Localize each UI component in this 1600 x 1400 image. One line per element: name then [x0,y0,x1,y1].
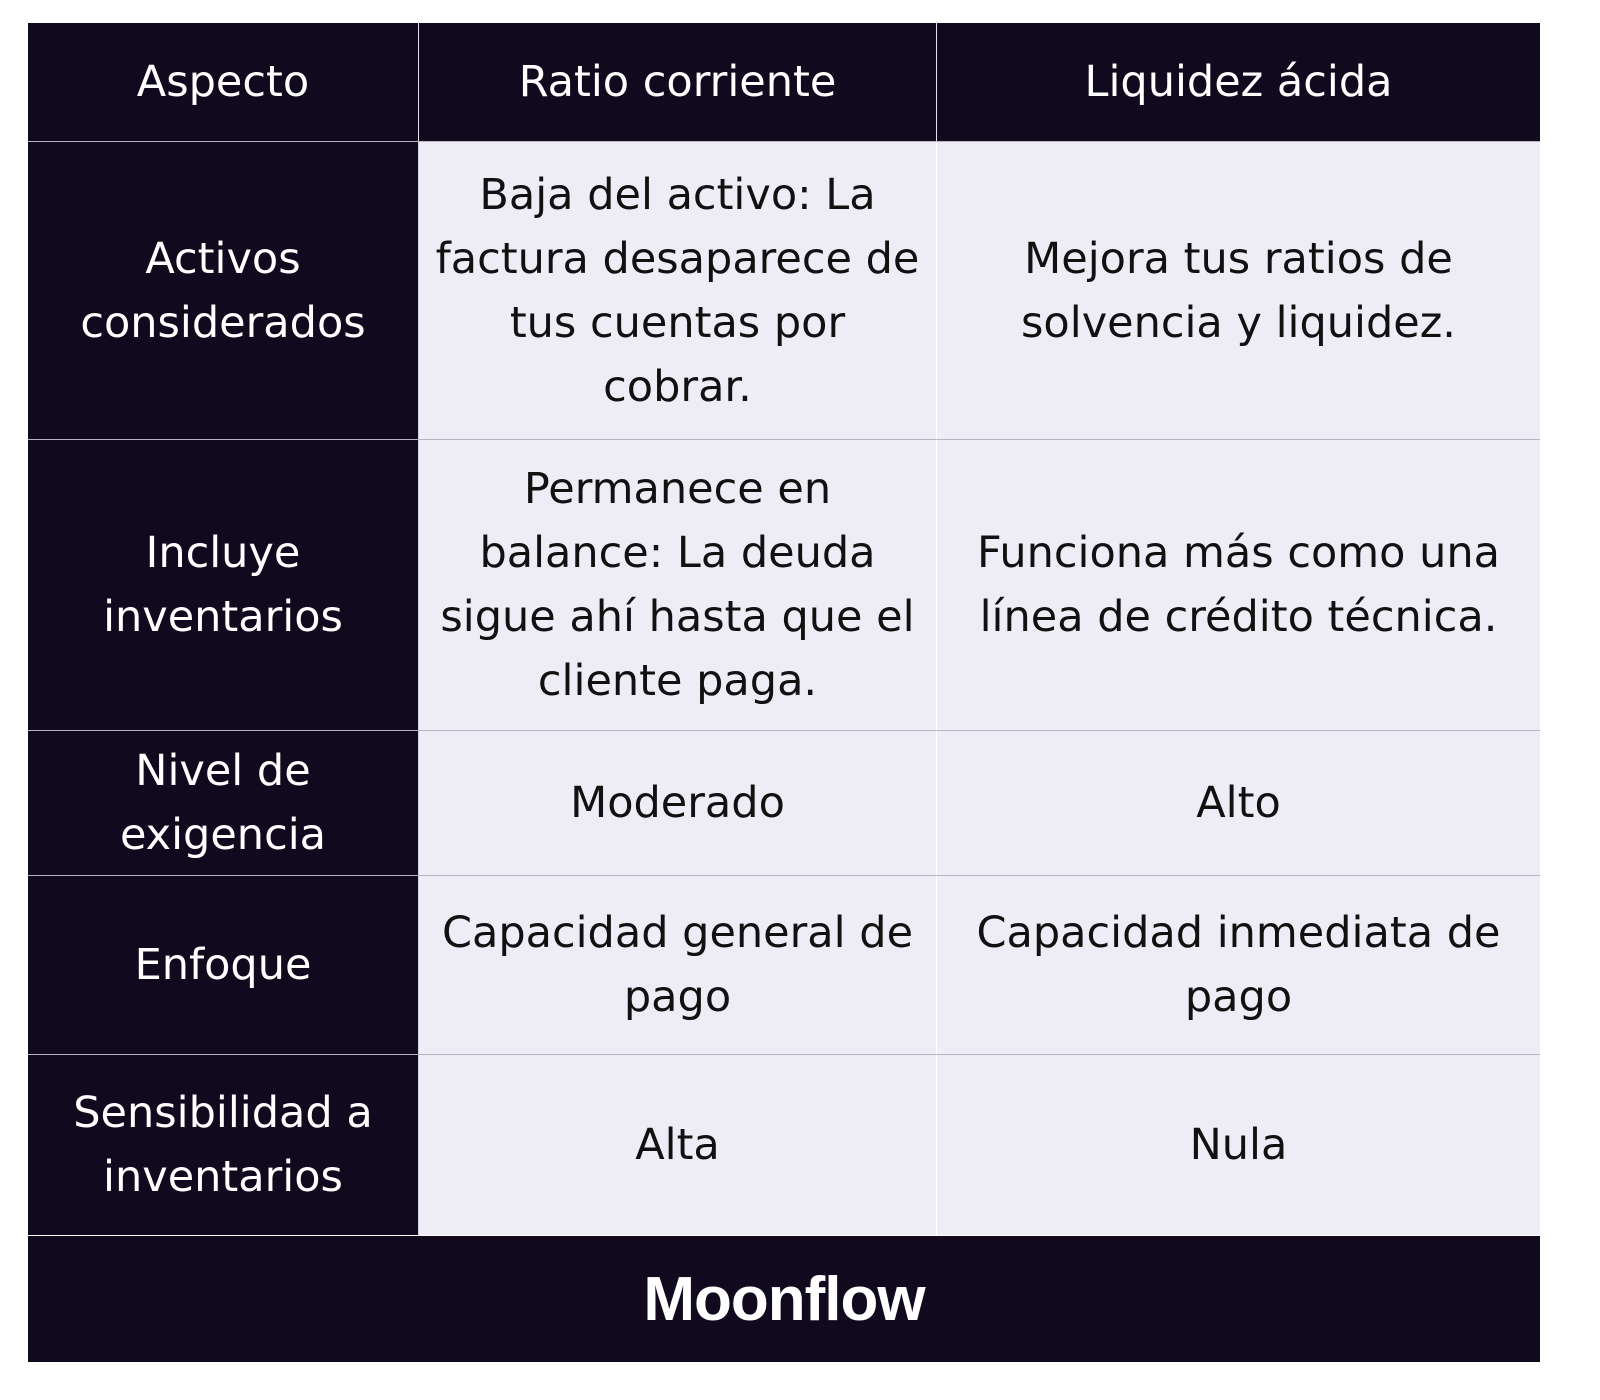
row-aspect: Nivel de exigencia [28,731,418,875]
row-aspect: Activos considerados [28,142,418,439]
brand-footer: Moonflow [28,1236,1540,1362]
comparison-table: Aspecto Ratio corriente Liquidez ácida A… [28,23,1540,1235]
row-ratio: Alta [418,1055,936,1235]
row-aspect: Sensibilidad a inventarios [28,1055,418,1235]
moonflow-logo: Moonflow [643,1264,925,1334]
row-acid: Capacidad inmediata de pago [936,876,1540,1054]
table-row: Activos considerados Baja del activo: La… [28,142,1540,440]
table-row: Sensibilidad a inventarios Alta Nula [28,1055,1540,1235]
row-acid: Nula [936,1055,1540,1235]
row-ratio: Baja del activo: La factura desaparece d… [418,142,936,439]
header-ratio-corriente: Ratio corriente [418,23,936,141]
row-acid: Alto [936,731,1540,875]
table-row: Incluye inventarios Permanece en balance… [28,440,1540,731]
row-acid: Mejora tus ratios de solvencia y liquide… [936,142,1540,439]
row-acid: Funciona más como una línea de crédito t… [936,440,1540,730]
header-aspecto: Aspecto [28,23,418,141]
row-ratio: Capacidad general de pago [418,876,936,1054]
table-header-row: Aspecto Ratio corriente Liquidez ácida [28,23,1540,142]
row-aspect: Enfoque [28,876,418,1054]
table-row: Enfoque Capacidad general de pago Capaci… [28,876,1540,1055]
row-ratio: Moderado [418,731,936,875]
table-row: Nivel de exigencia Moderado Alto [28,731,1540,876]
header-liquidez-acida: Liquidez ácida [936,23,1540,141]
row-aspect: Incluye inventarios [28,440,418,730]
row-ratio: Permanece en balance: La deuda sigue ahí… [418,440,936,730]
